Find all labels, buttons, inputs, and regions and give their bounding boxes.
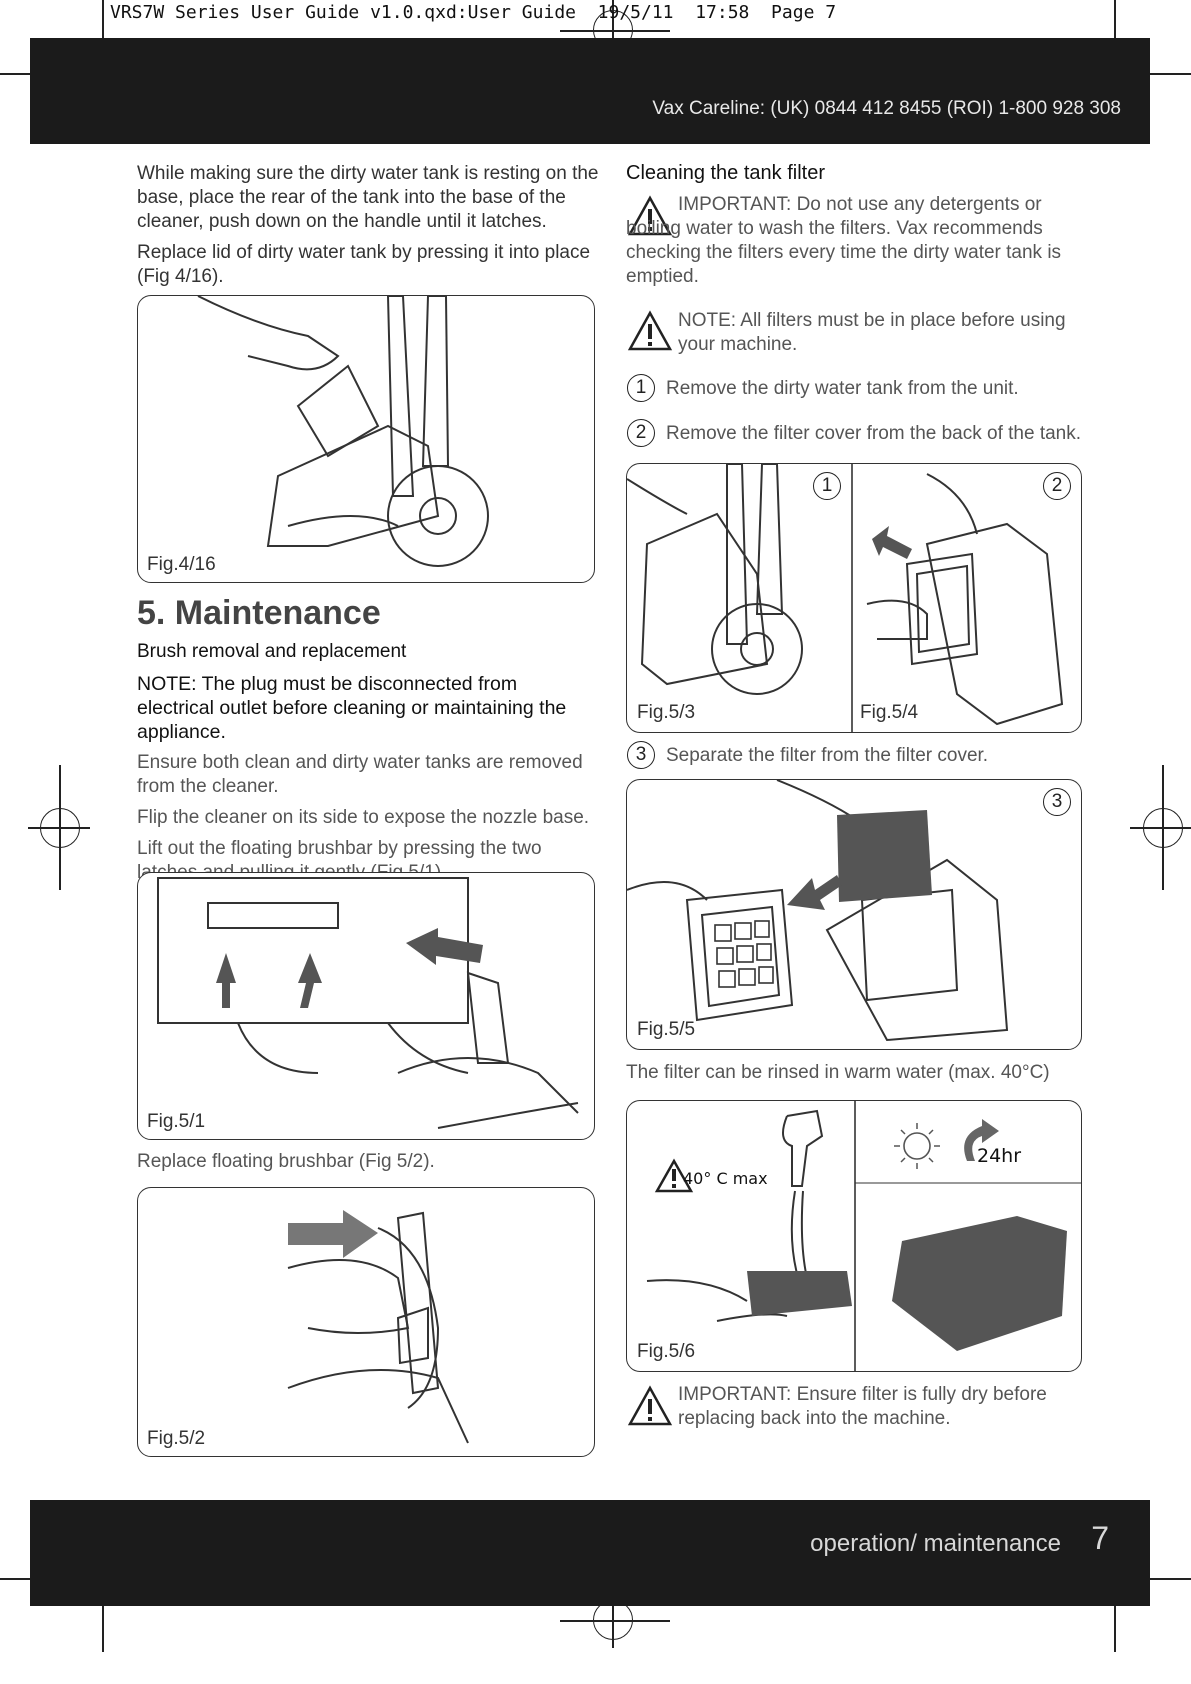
- figure-label: Fig.5/1: [147, 1111, 206, 1132]
- maintenance-section: 5. Maintenance Brush removal and replace…: [137, 594, 599, 885]
- step-number: 3: [627, 741, 655, 769]
- filter-sponge: [837, 810, 932, 902]
- time-arrow-icon: [964, 1119, 999, 1161]
- step-text: Remove the filter cover from the back of…: [666, 422, 1086, 446]
- registration-mark: [560, 30, 670, 32]
- footer-bar: [30, 1500, 1150, 1606]
- step-number: 2: [627, 419, 655, 447]
- figure-number: 2: [1043, 472, 1071, 500]
- figure-5-6: 40° C max 24hr Fig.5/6: [626, 1100, 1082, 1372]
- paragraph: While making sure the dirty water tank i…: [137, 163, 599, 232]
- important-text: IMPORTANT: Do not use any detergents or …: [626, 194, 1062, 287]
- step-text: Remove the dirty water tank from the uni…: [666, 377, 1086, 401]
- footer-section-label: operation/ maintenance: [810, 1530, 1061, 1557]
- warning-icon: [627, 1385, 673, 1426]
- left-column-bottom: Replace floating brushbar (Fig 5/2).: [137, 1150, 599, 1174]
- figure-4-16: Fig.4/16: [137, 295, 595, 583]
- sun-icon: [894, 1123, 940, 1169]
- step-text: Separate the filter from the filter cove…: [666, 744, 1086, 768]
- important-note: IMPORTANT: Do not use any detergents or …: [626, 193, 1086, 289]
- figure-5-1: Fig.5/1: [137, 872, 595, 1140]
- important-dry-note: IMPORTANT: Ensure filter is fully dry be…: [678, 1383, 1088, 1431]
- header-bar: [30, 38, 1150, 144]
- step-number: 1: [627, 374, 655, 402]
- temperature-label: 40° C max: [683, 1169, 768, 1188]
- dry-time-label: 24hr: [977, 1145, 1022, 1167]
- filter-separation-illustration: [627, 780, 1009, 1042]
- push-arrow: [288, 1210, 378, 1258]
- print-slug: VRS7W Series User Guide v1.0.qxd:User Gu…: [110, 2, 837, 23]
- right-column: Cleaning the tank filter: [626, 162, 1086, 185]
- figure-5-5: 3 Fig.5/5: [626, 779, 1082, 1050]
- section-heading: Cleaning the tank filter: [626, 162, 826, 184]
- separate-arrow: [787, 875, 842, 910]
- crop-mark: [1114, 1592, 1116, 1652]
- step-3-text: Separate the filter from the filter cove…: [666, 745, 989, 766]
- crop-mark: [1134, 1578, 1191, 1580]
- step-2-text: Remove the filter cover from the back of…: [666, 423, 1082, 444]
- filter-wash-dry-illustration: [646, 1101, 1081, 1371]
- paragraph: Ensure both clean and dirty water tanks …: [137, 752, 583, 797]
- lift-arrow: [872, 526, 912, 559]
- important-text: IMPORTANT: Ensure filter is fully dry be…: [678, 1384, 1047, 1429]
- left-column: While making sure the dirty water tank i…: [137, 162, 599, 289]
- figure-5-2: Fig.5/2: [137, 1187, 595, 1457]
- registration-mark: [612, 1588, 614, 1648]
- figure-label: Fig.5/2: [147, 1428, 206, 1449]
- filter-note: NOTE: All filters must be in place befor…: [678, 309, 1088, 357]
- figure-label: Fig.5/6: [637, 1341, 696, 1362]
- wet-filter: [747, 1271, 852, 1316]
- dry-filter: [892, 1216, 1067, 1351]
- warning-icon: [654, 1158, 694, 1193]
- paragraph: Flip the cleaner on its side to expose t…: [137, 807, 590, 828]
- figure-label: Fig.5/4: [860, 702, 919, 723]
- step-1-text: Remove the dirty water tank from the uni…: [666, 378, 1019, 399]
- warning-icon: [627, 310, 673, 351]
- vacuum-illustration: [197, 296, 489, 567]
- crop-mark: [102, 0, 104, 58]
- brushbar-removal-illustration: [157, 877, 579, 1129]
- subheading: Brush removal and replacement: [137, 641, 407, 662]
- rinse-text: The filter can be rinsed in warm water (…: [626, 1062, 1050, 1083]
- registration-mark: [560, 1620, 670, 1622]
- page-number: 7: [1091, 1520, 1109, 1556]
- figure-label: Fig.5/5: [637, 1019, 696, 1040]
- crop-mark: [1134, 73, 1191, 75]
- warning-icon: [627, 195, 673, 236]
- figure-number: 3: [1043, 788, 1071, 816]
- tank-removal-illustration: [627, 464, 1064, 732]
- crop-mark: [1114, 0, 1116, 58]
- registration-mark: [612, 0, 614, 58]
- crop-mark: [102, 1592, 104, 1652]
- paragraph: Replace lid of dirty water tank by press…: [137, 242, 591, 287]
- rinse-note: The filter can be rinsed in warm water (…: [626, 1061, 1086, 1085]
- figure-label: Fig.4/16: [147, 554, 216, 575]
- brushbar-replace-illustration: [287, 1210, 469, 1444]
- careline-text: Vax Careline: (UK) 0844 412 8455 (ROI) 1…: [652, 98, 1121, 119]
- note-text: NOTE: The plug must be disconnected from…: [137, 673, 567, 743]
- registration-mark: [1130, 827, 1191, 829]
- figure-label: Fig.5/3: [637, 702, 696, 723]
- figure-5-3-5-4: 1 2 Fig.5/3 Fig.5/4: [626, 463, 1082, 733]
- registration-mark: [28, 827, 90, 829]
- section-title: 5. Maintenance: [137, 594, 381, 632]
- paragraph: Replace floating brushbar (Fig 5/2).: [137, 1151, 435, 1172]
- figure-number: 1: [813, 472, 841, 500]
- note-text: NOTE: All filters must be in place befor…: [678, 310, 1066, 355]
